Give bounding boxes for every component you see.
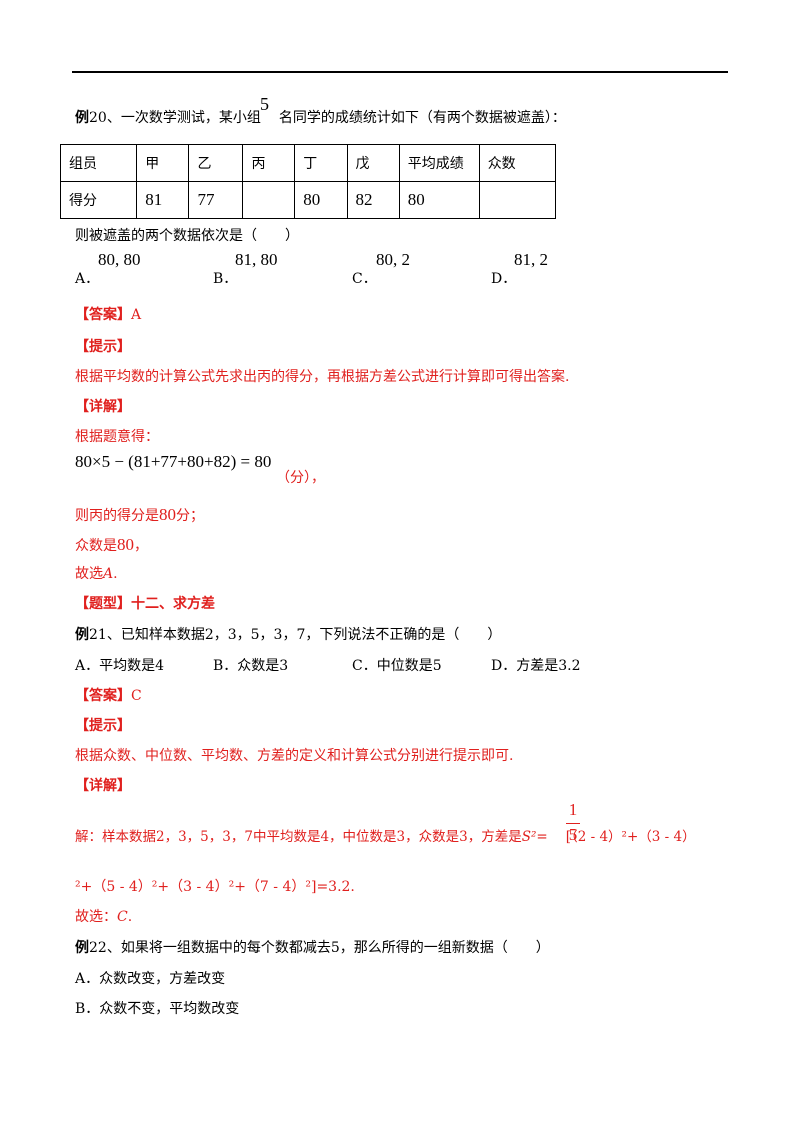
table-cell: 戊 [346, 144, 400, 182]
ex21-question-line: 例21、已知样本数据2，3，5，3，7，下列说法不正确的是（ ） [75, 625, 501, 645]
table-cell: 80 [294, 181, 348, 219]
option-label: A． [75, 971, 100, 987]
option-label: B． [213, 658, 238, 674]
option-label: C． [352, 271, 377, 287]
header-rule [72, 71, 728, 73]
option-label: D． [491, 658, 517, 674]
option-label: B． [213, 271, 238, 287]
ex22-question-line: 例22、如果将一组数据中的每个数都减去5，那么所得的一组新数据（ ） [75, 938, 550, 958]
text: 众数是 [75, 538, 117, 554]
ex21-conclusion: 故选：C. [75, 907, 132, 927]
option-label: D． [491, 271, 517, 287]
option-label: B． [75, 1001, 100, 1017]
section-title: 【题型】十二、求方差 [75, 596, 215, 612]
ex20-hint-text: 根据平均数的计算公式先求出丙的得分，再根据方差公式进行计算即可得出答案. [75, 369, 570, 385]
option-value: 80, 80 [98, 250, 141, 269]
option-label: A． [75, 271, 100, 287]
table-cell: 丙 [242, 144, 296, 182]
ex22-text: 22、如果将一组数据中的每个数都减去5，那么所得的一组新数据（ ） [89, 940, 550, 956]
option-value: 中位数是5 [376, 658, 442, 674]
ex20-equation-unit: （分）， [276, 470, 325, 486]
ex20-text-a: 20、一次数学测试，某小组 [89, 110, 261, 126]
option-value: 众数是3 [237, 658, 289, 674]
table-cell: 甲 [136, 144, 190, 182]
text: 分； [176, 508, 204, 524]
option-value: 平均数是4 [99, 658, 165, 674]
value: 80 [159, 505, 176, 524]
ex22-option-b: B．众数不变，平均数改变 [75, 999, 239, 1019]
table-cell: 丁 [294, 144, 348, 182]
table-cell: 77 [188, 181, 244, 219]
ex20-equation: 80×5 − (81+77+80+82) = 80 [75, 452, 272, 471]
fraction-bar [566, 823, 580, 824]
table-row: 组员 甲 乙 丙 丁 戊 平均成绩 众数 [59, 144, 557, 182]
ex21-text: 21、已知样本数据2，3，5，3，7，下列说法不正确的是（ ） [89, 627, 502, 643]
ex21-hint-text: 根据众数、中位数、平均数、方差的定义和计算公式分别进行提示即可. [75, 748, 514, 764]
example-prefix: 例 [75, 110, 89, 126]
text: . [127, 909, 133, 925]
ex20-answer: 【答案】A [75, 305, 141, 325]
ex20-text-b: 名同学的成绩统计如下（有两个数据被遮盖）： [278, 110, 566, 126]
detail-tag: 【详解】 [75, 778, 131, 794]
table-cell: 80 [398, 181, 480, 219]
ex21-solution-line1: 解：样本数据2，3，5，3，7中平均数是4，中位数是3，众数是3，方差是S²= [… [75, 827, 696, 847]
option-value: 81, 80 [235, 250, 278, 269]
ex21-option-d: D．方差是3.2 [491, 655, 581, 675]
table-cell: 组员 [59, 144, 138, 182]
ex20-detail-line-b: 众数是80， [75, 535, 148, 556]
variance-symbol: S²= [521, 829, 548, 845]
option-value: 众数不变，平均数改变 [99, 1001, 240, 1017]
answer-tag: 【答案】 [75, 688, 131, 704]
ex20-detail-line-a: 则丙的得分是80分； [75, 505, 204, 526]
option-value: 81, 2 [514, 250, 548, 269]
ex20-conclusion: 故选A. [75, 564, 118, 584]
ex21-option-a: A．平均数是4 [75, 655, 164, 675]
table-row: 得分 81 77 80 82 80 [59, 181, 557, 219]
table-cell: 乙 [188, 144, 244, 182]
table-cell: 平均成绩 [398, 144, 480, 182]
value: C [117, 909, 128, 925]
fraction-denominator: 5 [568, 825, 578, 844]
option-label: A． [75, 658, 100, 674]
answer-tag: 【答案】 [75, 307, 131, 323]
table-cell: 众数 [478, 144, 557, 182]
ex22-option-a: A．众数改变，方差改变 [75, 969, 225, 989]
table-cell: 81 [136, 181, 190, 219]
answer-value: A [131, 307, 142, 323]
table-cell: 得分 [59, 181, 138, 219]
ex21-solution-line2: ²+（5 - 4）²+（3 - 4）²+（7 - 4）²]=3.2. [75, 879, 355, 895]
text: 则丙的得分是 [75, 508, 159, 524]
text: . [113, 566, 118, 582]
detail-tag: 【详解】 [75, 399, 131, 415]
text: [（2 - 4）²+（3 - 4） [565, 829, 696, 845]
covered-cell [478, 181, 557, 219]
text: 解：样本数据2，3，5，3，7中平均数是4，中位数是3，众数是3，方差是 [75, 829, 522, 845]
ex21-option-b: B．众数是3 [213, 655, 288, 675]
option-value: 众数改变，方差改变 [99, 971, 226, 987]
text: 故选 [75, 566, 103, 582]
value: 80 [117, 535, 134, 554]
hint-tag: 【提示】 [75, 339, 131, 355]
covered-cell [242, 181, 296, 219]
ex20-prompt: 则被遮盖的两个数据依次是（ ） [75, 228, 299, 244]
answer-value: C [131, 688, 142, 704]
ex20-group-size: 5 [260, 94, 269, 114]
hint-tag: 【提示】 [75, 718, 131, 734]
ex20-question-line: 例20、一次数学测试，某小组 名同学的成绩统计如下（有两个数据被遮盖）： [75, 108, 566, 128]
value: A [103, 566, 114, 582]
ex20-detail-intro: 根据题意得： [75, 429, 159, 445]
option-value: 80, 2 [376, 250, 410, 269]
example-prefix: 例 [75, 627, 89, 643]
text: ， [134, 538, 148, 554]
ex21-option-c: C．中位数是5 [352, 655, 442, 675]
score-table: 组员 甲 乙 丙 丁 戊 平均成绩 众数 得分 81 77 80 82 80 [59, 144, 557, 219]
example-prefix: 例 [75, 940, 89, 956]
text: 故选： [75, 909, 117, 925]
fraction-numerator: 1 [568, 800, 578, 819]
table-cell: 82 [346, 181, 400, 219]
ex21-answer: 【答案】C [75, 686, 142, 706]
option-label: C． [352, 658, 377, 674]
option-value: 方差是3.2 [516, 658, 581, 674]
